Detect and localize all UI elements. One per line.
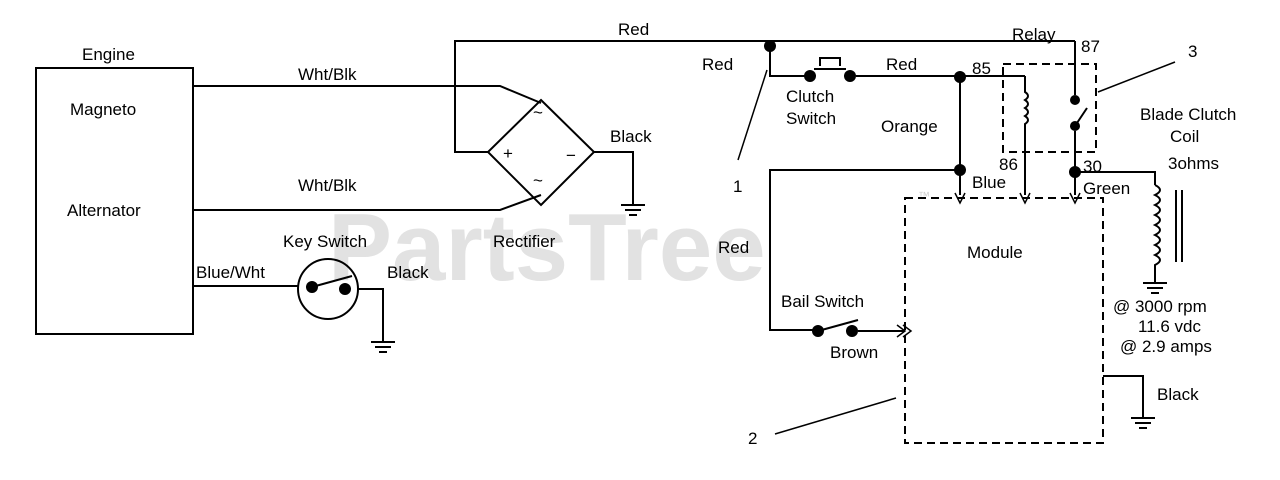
red-clutch-label: Red (886, 55, 917, 74)
callout-2-label: 2 (748, 429, 757, 448)
orange-arrow (954, 192, 966, 205)
red-bail-label: Red (718, 238, 749, 257)
black-module-label: Black (1157, 385, 1199, 404)
ground-icon-module (1131, 417, 1155, 429)
watermark-trademark: ™ (918, 189, 930, 203)
rectifier-label: Rectifier (493, 232, 556, 251)
black-key-label: Black (387, 263, 429, 282)
clutch-switch-contact-b (844, 70, 856, 82)
blade-clutch-label-1: Blade Clutch (1140, 105, 1236, 124)
relay-pin-87: 87 (1081, 37, 1100, 56)
rpm-label: @ 3000 rpm (1113, 297, 1207, 316)
wire-red-main (454, 40, 770, 153)
red-top-label: Red (618, 20, 649, 39)
black-rectifier-label: Black (610, 127, 652, 146)
brown-label: Brown (830, 343, 878, 362)
rectifier-ac-top: ~ (533, 103, 543, 122)
relay-pin-30: 30 (1083, 157, 1102, 176)
module-box (904, 197, 1104, 444)
relay-86-arrow (1019, 192, 1031, 205)
wire-black-rectifier (594, 151, 634, 205)
key-switch-blade (311, 275, 353, 288)
watermark: PartsTree (328, 194, 766, 301)
clutch-switch-label-1: Clutch (786, 87, 834, 106)
wire-green (1075, 171, 1156, 185)
key-switch-label: Key Switch (283, 232, 367, 251)
relay-pin-85: 85 (972, 59, 991, 78)
relay-30-arrow (1069, 192, 1081, 205)
wire-red-bail (769, 169, 960, 331)
rectifier-minus: − (566, 146, 576, 165)
wire-black-key (358, 288, 384, 342)
rectifier-plus: + (503, 144, 513, 163)
bail-switch-label: Bail Switch (781, 292, 864, 311)
brown-arrow-2 (902, 324, 913, 338)
engine-label: Engine (82, 45, 135, 64)
brown-arrow (896, 324, 907, 338)
module-label: Module (967, 243, 1023, 262)
wire-wht-blk-bottom (193, 194, 542, 211)
relay-pin-86: 86 (999, 155, 1018, 174)
engine-box (35, 67, 194, 335)
ground-icon-coil (1143, 282, 1167, 294)
wht-blk-top-label: Wht/Blk (298, 65, 357, 84)
relay-box (1002, 63, 1097, 153)
relay-label: Relay (1012, 25, 1056, 44)
wire-wht-blk-top (193, 85, 542, 104)
amps-label: @ 2.9 amps (1120, 337, 1212, 356)
callout-1-label: 1 (733, 177, 742, 196)
clutch-switch-button (819, 57, 841, 66)
vdc-label: 11.6 vdc (1138, 317, 1202, 336)
wire-red-to-clutch (769, 46, 806, 77)
wht-blk-bottom-label: Wht/Blk (298, 176, 357, 195)
bail-switch-blade (817, 319, 859, 332)
key-switch-contact-b (339, 283, 351, 295)
blue-label: Blue (972, 173, 1006, 192)
ground-icon-rectifier (621, 204, 645, 216)
magneto-label: Magneto (70, 100, 136, 119)
blade-clutch-label-2: Coil (1170, 127, 1199, 146)
blade-clutch-label-3: 3ohms (1168, 154, 1219, 173)
rectifier-ac-bottom: ~ (533, 171, 543, 190)
bail-switch-contact-b (846, 325, 858, 337)
relay-coil (1023, 76, 1029, 195)
red-left-label: Red (702, 55, 733, 74)
callout-2-line (774, 397, 897, 435)
ground-icon-key (371, 341, 395, 353)
wire-black-module (1103, 375, 1144, 418)
alternator-label: Alternator (67, 201, 141, 220)
clutch-switch-contact-a (804, 70, 816, 82)
green-label: Green (1083, 179, 1130, 198)
relay-contact-blade (1074, 107, 1088, 127)
callout-3-label: 3 (1188, 42, 1197, 61)
rectifier-diamond (486, 98, 596, 207)
orange-label: Orange (881, 117, 938, 136)
clutch-switch-label-2: Switch (786, 109, 836, 128)
callout-1-line (737, 69, 768, 161)
callout-3-line (1097, 61, 1176, 93)
blade-clutch-coil (1152, 184, 1161, 283)
relay-contact-a (1070, 95, 1080, 105)
blue-wht-label: Blue/Wht (196, 263, 265, 282)
